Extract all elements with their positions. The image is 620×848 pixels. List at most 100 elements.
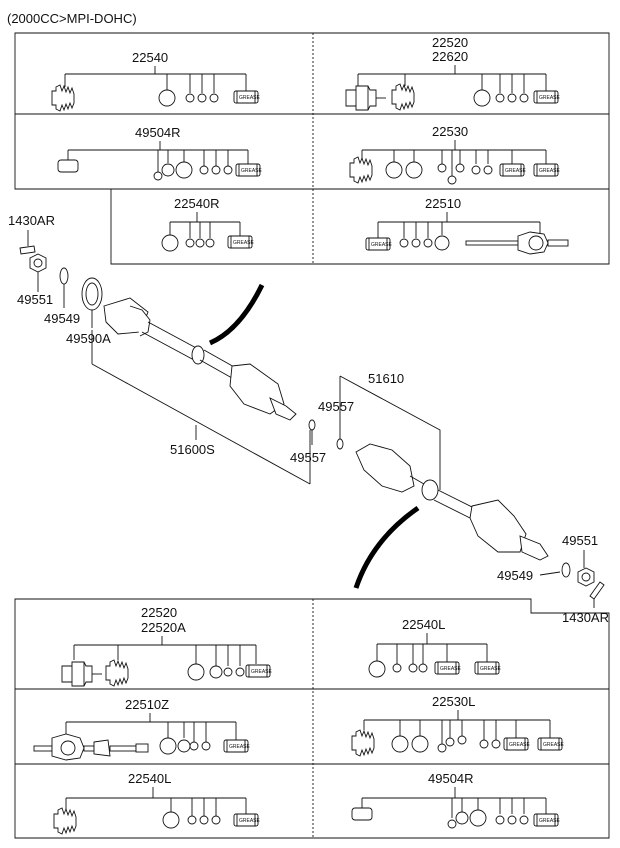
damper-icon bbox=[421, 479, 439, 501]
kit-label: 22620 bbox=[432, 49, 468, 64]
clamp-part bbox=[457, 735, 467, 745]
clamp-part bbox=[199, 815, 209, 825]
part-label: 49551 bbox=[17, 292, 53, 307]
ring-part bbox=[455, 811, 469, 825]
ring-part bbox=[209, 665, 223, 679]
bearing-part bbox=[57, 159, 79, 173]
circlip-icon bbox=[308, 419, 316, 431]
kit-22520-bottom: 22520 22520A GREASE bbox=[61, 605, 273, 687]
clip-part bbox=[153, 171, 163, 181]
clamp-part bbox=[437, 163, 447, 173]
kit-label: 49504R bbox=[428, 771, 474, 786]
kit-22510Z: 22510Z GREASE bbox=[33, 697, 251, 761]
bottom-kit-box bbox=[14, 598, 610, 839]
ring-part bbox=[411, 735, 429, 753]
grease-label: GREASE bbox=[371, 242, 393, 248]
kit-label: 22520A bbox=[141, 620, 186, 635]
inner-joint-icon bbox=[355, 443, 415, 493]
clamp-part bbox=[495, 93, 505, 103]
clamp-part bbox=[491, 739, 501, 749]
clamp-part bbox=[408, 663, 418, 673]
boot-part bbox=[53, 807, 77, 835]
part-label: 51600S bbox=[170, 442, 215, 457]
clip-part bbox=[437, 743, 447, 753]
grease-label: GREASE bbox=[480, 666, 502, 672]
left-hub-hardware: 1430AR 49551 49549 49590A bbox=[8, 213, 111, 346]
grease-label: GREASE bbox=[509, 742, 531, 748]
bearing-part bbox=[351, 807, 373, 821]
grease-label: GREASE bbox=[229, 744, 251, 750]
clamp-part bbox=[445, 737, 455, 747]
shaft-assembly-icon bbox=[465, 231, 569, 255]
clamp-part bbox=[223, 165, 233, 175]
grease-label: GREASE bbox=[233, 240, 255, 246]
grease-label: GREASE bbox=[239, 95, 261, 101]
grease-label: GREASE bbox=[241, 168, 263, 174]
grease-label: GREASE bbox=[543, 742, 565, 748]
ring-part bbox=[161, 163, 175, 177]
grease-label: GREASE bbox=[539, 818, 561, 824]
boot-part bbox=[51, 84, 75, 112]
ring-part bbox=[159, 737, 177, 755]
clamp-part bbox=[211, 815, 221, 825]
grease-label: GREASE bbox=[251, 669, 273, 675]
kit-49504R-top: 49504R GREASE bbox=[57, 125, 263, 181]
ring-part bbox=[391, 735, 409, 753]
clamp-part bbox=[495, 815, 505, 825]
part-label: 49549 bbox=[44, 311, 80, 326]
clamp-part bbox=[205, 238, 215, 248]
kit-22510: 22510 GREASE bbox=[365, 196, 569, 255]
split-pin-icon bbox=[589, 581, 605, 600]
kit-label: 49504R bbox=[135, 125, 181, 140]
header-label: (2000CC>MPI-DOHC) bbox=[7, 11, 137, 26]
kit-label: 22540R bbox=[174, 196, 220, 211]
grease-label: GREASE bbox=[539, 95, 561, 101]
ring-part bbox=[187, 663, 205, 681]
housing-part bbox=[61, 661, 93, 687]
clamp-part bbox=[507, 815, 517, 825]
damper-icon bbox=[191, 345, 205, 365]
kit-22540-top: 22540 GREASE bbox=[51, 50, 261, 112]
clamp-part bbox=[195, 238, 205, 248]
clip-part bbox=[447, 175, 457, 185]
top-kit-box bbox=[14, 32, 610, 265]
clamp-part bbox=[507, 93, 517, 103]
clamp-part bbox=[455, 163, 465, 173]
clamp-part bbox=[418, 663, 428, 673]
left-drive-shaft: 51600S 49557 bbox=[91, 283, 326, 485]
boot-part bbox=[105, 659, 129, 687]
clamp-part bbox=[201, 741, 211, 751]
grease-label: GREASE bbox=[539, 168, 561, 174]
ring-part bbox=[162, 811, 180, 829]
pointer-wedge bbox=[208, 283, 265, 346]
right-hub-hardware: 49551 49549 1430AR bbox=[497, 533, 609, 625]
ring-part bbox=[161, 234, 179, 252]
kit-22520-top: 22520 22620 GREASE bbox=[345, 35, 561, 111]
grease-label: GREASE bbox=[239, 818, 261, 824]
right-drive-shaft: 51610 49557 bbox=[318, 371, 549, 589]
clamp-part bbox=[235, 667, 245, 677]
kit-label: 22530 bbox=[432, 124, 468, 139]
clamp-part bbox=[187, 815, 197, 825]
ring-part bbox=[473, 89, 491, 107]
clamp-part bbox=[209, 93, 219, 103]
part-label: 49549 bbox=[497, 568, 533, 583]
boot-part bbox=[391, 83, 415, 111]
shaft-assembly-icon bbox=[33, 733, 149, 761]
split-pin-icon bbox=[19, 245, 36, 255]
kit-label: 22520 bbox=[432, 35, 468, 50]
clamp-part bbox=[185, 93, 195, 103]
pointer-wedge bbox=[353, 505, 420, 589]
kit-label: 22540L bbox=[402, 617, 445, 632]
washer-icon bbox=[59, 267, 69, 285]
clamp-part bbox=[479, 739, 489, 749]
outer-joint-icon bbox=[469, 499, 527, 553]
circlip-icon bbox=[336, 438, 344, 450]
clamp-part bbox=[483, 165, 493, 175]
housing-part bbox=[345, 85, 377, 111]
